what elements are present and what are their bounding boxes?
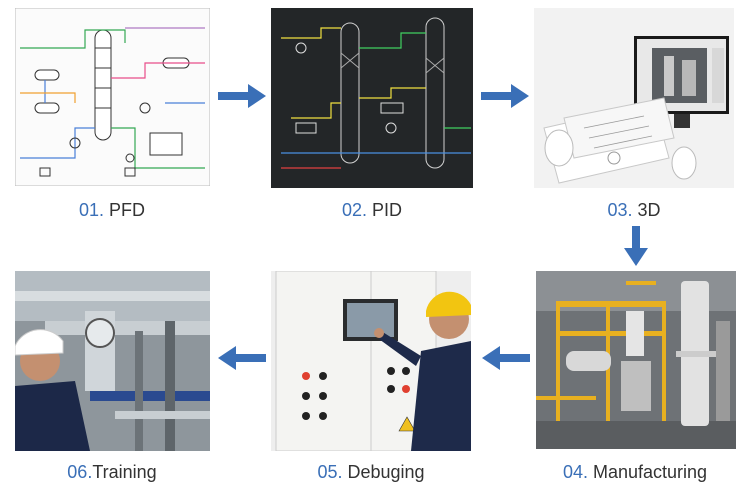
arrow-down: [624, 226, 648, 266]
caption-pfd: 01. PFD: [78, 200, 146, 220]
arrow-right-1: [218, 84, 266, 108]
training-photo: [15, 271, 210, 451]
debugging-photo: [271, 271, 471, 451]
caption-pid: 02. PID: [341, 200, 403, 220]
arrow-right-2: [481, 84, 529, 108]
arrow-left-2: [218, 346, 266, 370]
caption-manufacturing: 04. Manufacturing: [562, 462, 708, 482]
pid-drawing-image: [271, 8, 473, 188]
caption-3d: 03. 3D: [607, 200, 661, 220]
caption-training: 06.Training: [67, 462, 157, 482]
caption-debuging: 05. Debuging: [317, 462, 425, 482]
arrow-left-1: [482, 346, 530, 370]
manufacturing-photo: [536, 271, 736, 449]
pfd-drawing-image: [15, 8, 210, 186]
3d-model-image: [534, 8, 734, 188]
